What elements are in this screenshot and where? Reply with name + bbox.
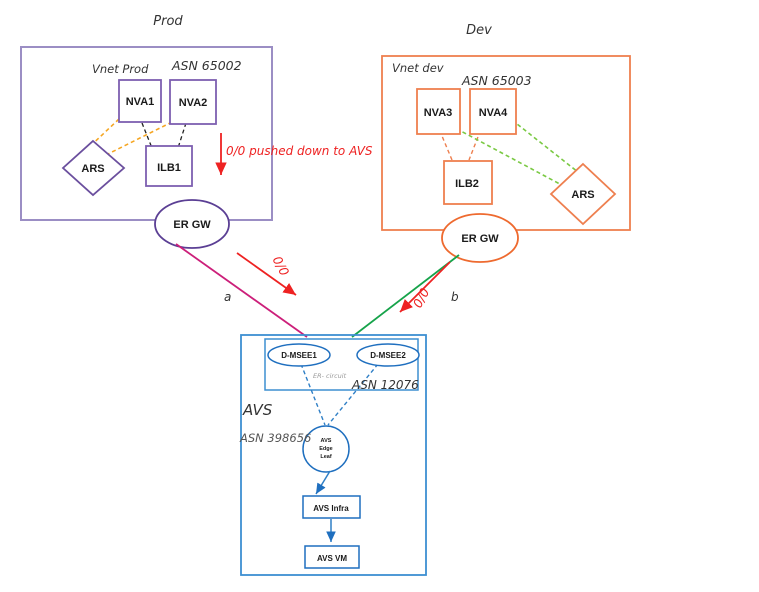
prod-asn-label: ASN 65002 <box>171 58 242 73</box>
avs-infra-label: AVS Infra <box>313 504 349 513</box>
avs-vm-label: AVS VM <box>317 554 347 563</box>
prod-title: Prod <box>153 14 183 29</box>
edge-leaf-line2: Edge <box>319 446 332 452</box>
nva1-box <box>118 79 162 123</box>
route-b-arrow <box>399 261 451 313</box>
nva3-label: NVA3 <box>424 107 453 119</box>
nva3-box <box>416 88 461 135</box>
dev-vnet-label: Vnet dev <box>392 61 444 75</box>
nva2-to-ars-link <box>91 121 173 163</box>
msee2-label: D-MSEE2 <box>370 351 406 360</box>
prod-to-avs-link-a <box>175 243 308 338</box>
avs-asn-label: ASN 398656 <box>239 431 311 445</box>
ilb1-box <box>145 145 193 187</box>
nva1-to-ars-link <box>83 118 120 153</box>
dev-title: Dev <box>466 23 492 38</box>
msee1-ellipse <box>267 343 331 367</box>
route-a-arrow <box>236 252 297 296</box>
er-asn-label: ASN 12076 <box>351 378 419 392</box>
dev-ars-label: ARS <box>571 189 594 201</box>
prod-pushdown-note: 0/0 pushed down to AVS <box>226 144 373 158</box>
edgeleaf-to-infra-arrow <box>315 470 331 495</box>
dev-ergw-ellipse <box>441 213 519 263</box>
avs-infra-box <box>302 495 361 519</box>
prod-ergw-label: ER GW <box>173 219 211 231</box>
link-a-label: a <box>224 290 231 304</box>
edge-leaf-line1: AVS <box>321 438 332 444</box>
avs-edge-leaf-circle <box>302 425 350 473</box>
ilb1-label: ILB1 <box>157 162 181 174</box>
route-a-label: 0/0 <box>270 253 293 278</box>
avs-vm-box <box>304 545 360 569</box>
nva1-to-ilb1-link <box>141 122 153 149</box>
prod-ergw-ellipse <box>154 199 230 249</box>
er-circuit-container <box>264 338 419 391</box>
link-b-label: b <box>451 290 459 304</box>
msee1-label: D-MSEE1 <box>281 351 317 360</box>
nva1-label: NVA1 <box>126 96 155 108</box>
edge-leaf-line3: Leaf <box>320 454 331 460</box>
prod-vnet-container <box>20 46 273 221</box>
ilb2-label: ILB2 <box>455 178 479 190</box>
msee2-ellipse <box>356 343 420 367</box>
avs-title: AVS <box>242 401 273 419</box>
nva4-to-ars-link <box>511 119 584 177</box>
dev-asn-label: ASN 65003 <box>461 73 532 88</box>
nva2-to-ilb1-link <box>177 122 187 149</box>
prod-vnet-label: Vnet Prod <box>92 62 149 76</box>
nva2-box <box>169 79 217 125</box>
er-circuit-label: ER- circuit <box>313 372 347 380</box>
prod-ars-label: ARS <box>81 163 104 175</box>
nva4-box <box>469 88 517 135</box>
avs-container <box>240 334 427 576</box>
nva4-label: NVA4 <box>479 107 508 119</box>
dev-ars-diamond <box>549 162 617 226</box>
msee2-to-edgeleaf-link <box>327 363 379 426</box>
msee1-to-edgeleaf-link <box>300 363 326 426</box>
nva2-label: NVA2 <box>179 97 208 109</box>
nva3-to-ars-link <box>443 121 572 191</box>
ilb2-box <box>443 160 493 205</box>
dev-ergw-label: ER GW <box>461 233 499 245</box>
dev-to-avs-link-b <box>351 254 460 338</box>
prod-ars-diamond <box>61 139 126 197</box>
